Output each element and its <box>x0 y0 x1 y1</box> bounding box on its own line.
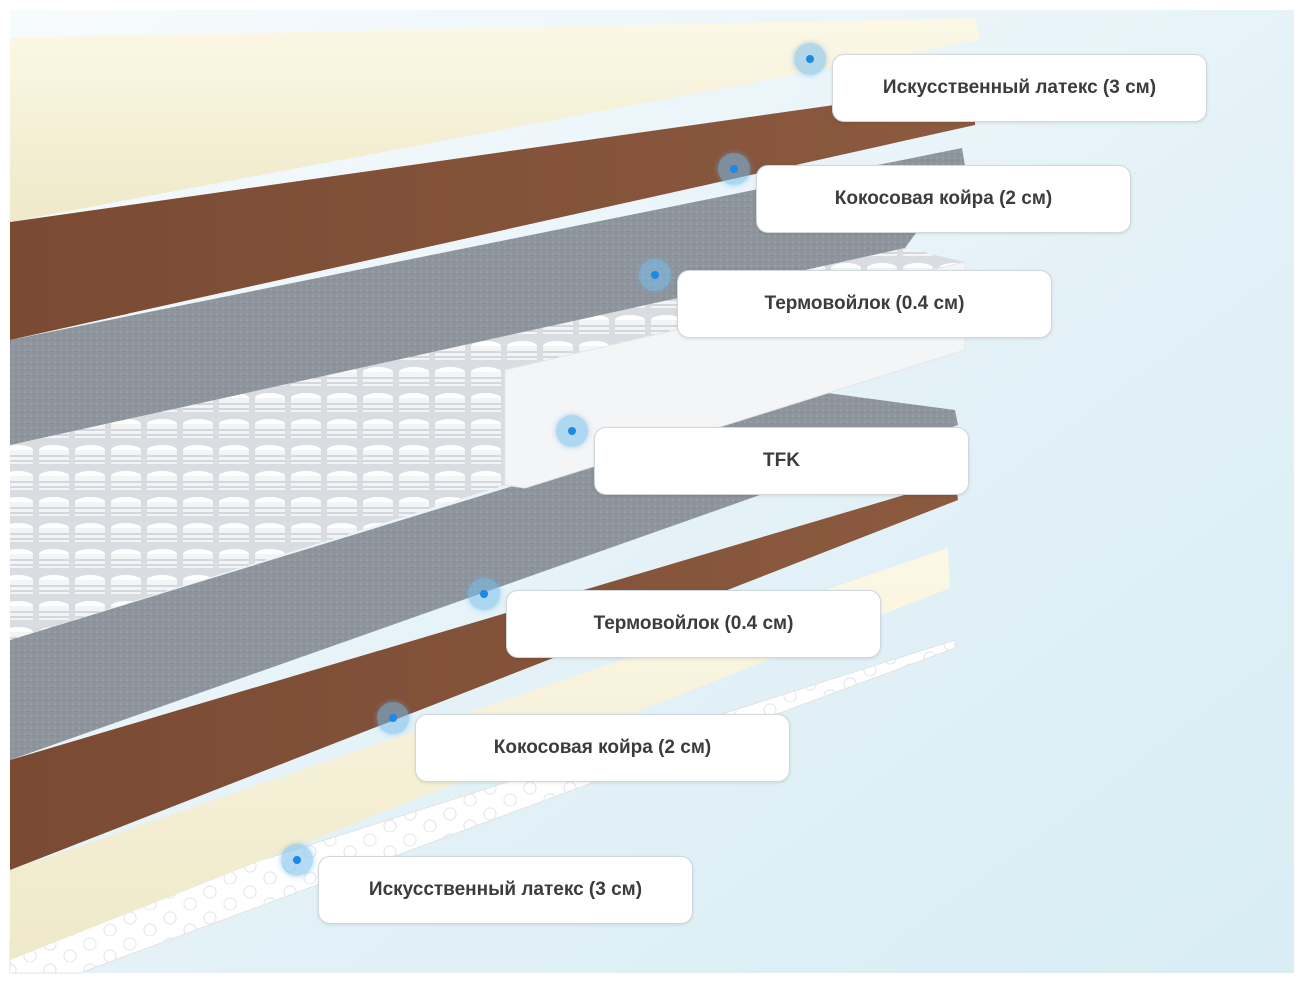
layer-latex-top <box>10 18 980 222</box>
marker-coir-top <box>718 153 750 185</box>
label-felt-top: Термовойлок (0.4 см) <box>677 270 1052 338</box>
marker-felt-bottom <box>468 578 500 610</box>
layer-felt-top <box>10 148 965 445</box>
label-latex-bottom: Искусственный латекс (3 см) <box>318 856 693 924</box>
layer-coir-bottom <box>10 480 958 870</box>
marker-latex-top <box>794 43 826 75</box>
marker-latex-bottom <box>281 844 313 876</box>
layer-coir-top <box>10 85 975 340</box>
label-coir-bottom: Кокосовая койра (2 см) <box>415 714 790 782</box>
marker-coir-bottom <box>377 702 409 734</box>
marker-felt-top <box>639 259 671 291</box>
marker-tfk <box>556 415 588 447</box>
label-latex-top: Искусственный латекс (3 см) <box>832 54 1207 122</box>
label-tfk: TFK <box>594 427 969 495</box>
label-coir-top: Кокосовая койра (2 см) <box>756 165 1131 233</box>
label-felt-bottom: Термовойлок (0.4 см) <box>506 590 881 658</box>
